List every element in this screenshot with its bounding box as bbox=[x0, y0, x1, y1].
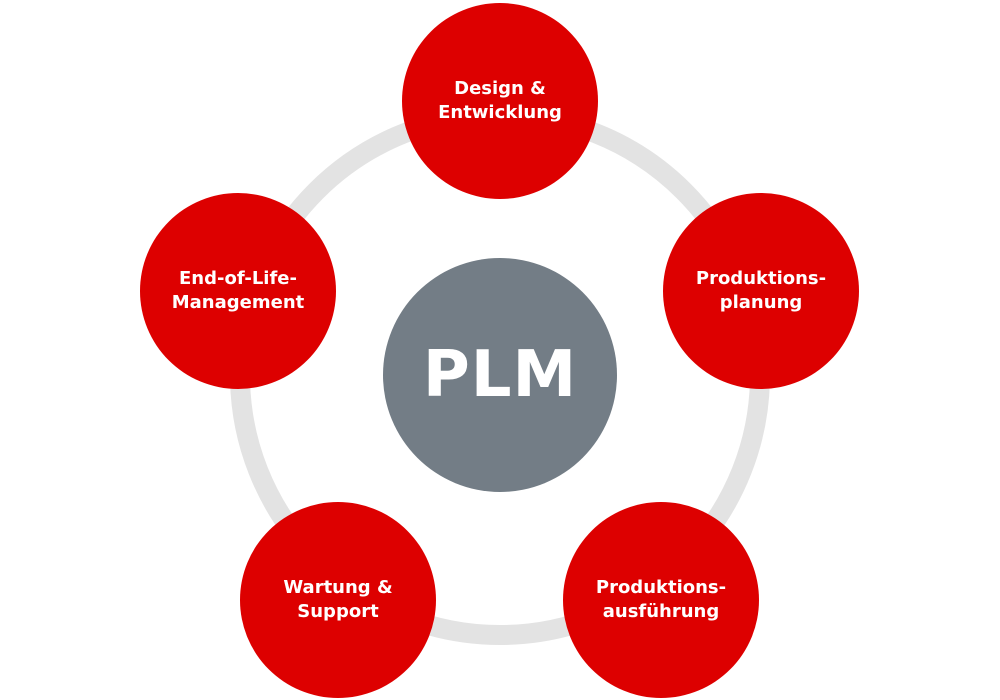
node-label: Produktions- planung bbox=[695, 268, 827, 313]
node-label: Wartung & Support bbox=[283, 577, 393, 622]
node-wartung-support[interactable]: Wartung & Support bbox=[240, 502, 436, 698]
center-hub-label: PLM bbox=[422, 338, 578, 412]
node-label: End-of-Life- Management bbox=[171, 268, 305, 313]
node-label: Design & Entwicklung bbox=[438, 78, 562, 123]
node-design-entwicklung[interactable]: Design & Entwicklung bbox=[402, 3, 598, 199]
node-end-of-life-management[interactable]: End-of-Life- Management bbox=[140, 193, 336, 389]
node-label: Produktions- ausführung bbox=[595, 577, 727, 622]
node-produktionsplanung[interactable]: Produktions- planung bbox=[663, 193, 859, 389]
center-hub: PLM bbox=[383, 258, 617, 492]
node-produktionsausfuehrung[interactable]: Produktions- ausführung bbox=[563, 502, 759, 698]
